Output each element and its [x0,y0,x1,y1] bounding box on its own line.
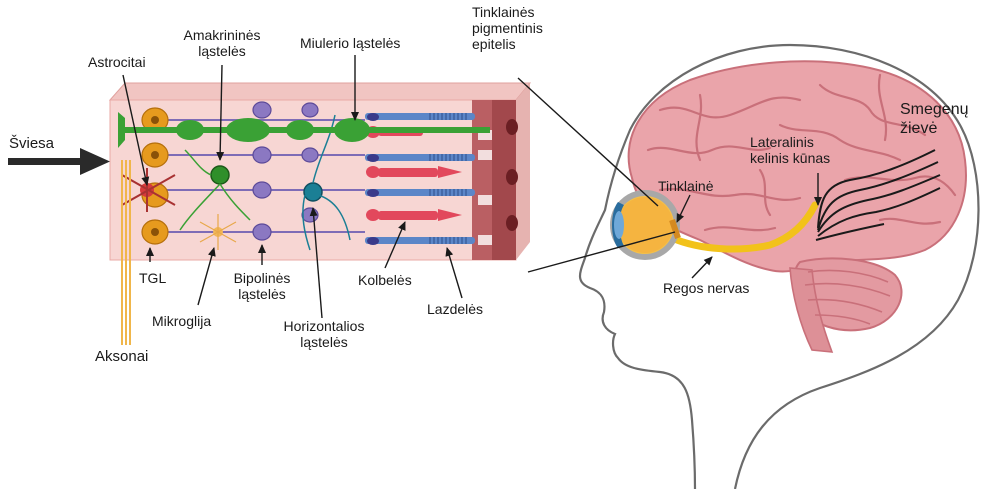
label-horizontal-cells: Horizontalios ląstelės [274,318,374,350]
label-astrocytes: Astrocitai [88,54,146,70]
label-axons: Aksonai [95,349,148,365]
label-rods: Lazdelės [427,301,483,317]
label-cerebral-cortex: Smegenų žievė [900,100,969,138]
label-cones: Kolbelės [358,272,412,288]
light-arrow [8,148,110,175]
label-lateral-geniculate-body: Lateralinis kelinis kūnas [750,134,830,166]
label-retinal-pigment-epithelium: Tinklainės pigmentinis epitelis [472,4,543,52]
label-muller-cells: Miulerio ląstelės [300,35,400,51]
label-optic-nerve: Regos nervas [663,280,749,296]
label-retina: Tinklainė [658,178,714,194]
label-amacrine-cells: Amakrininės ląstelės [176,27,268,59]
eye [612,193,678,257]
label-microglia: Mikroglija [152,313,211,329]
label-bipolar-cells: Bipolinės ląstelės [218,270,306,302]
label-light: Šviesa [9,136,54,152]
label-ganglion-layer: TGL [139,270,166,286]
retina-block [110,83,530,260]
